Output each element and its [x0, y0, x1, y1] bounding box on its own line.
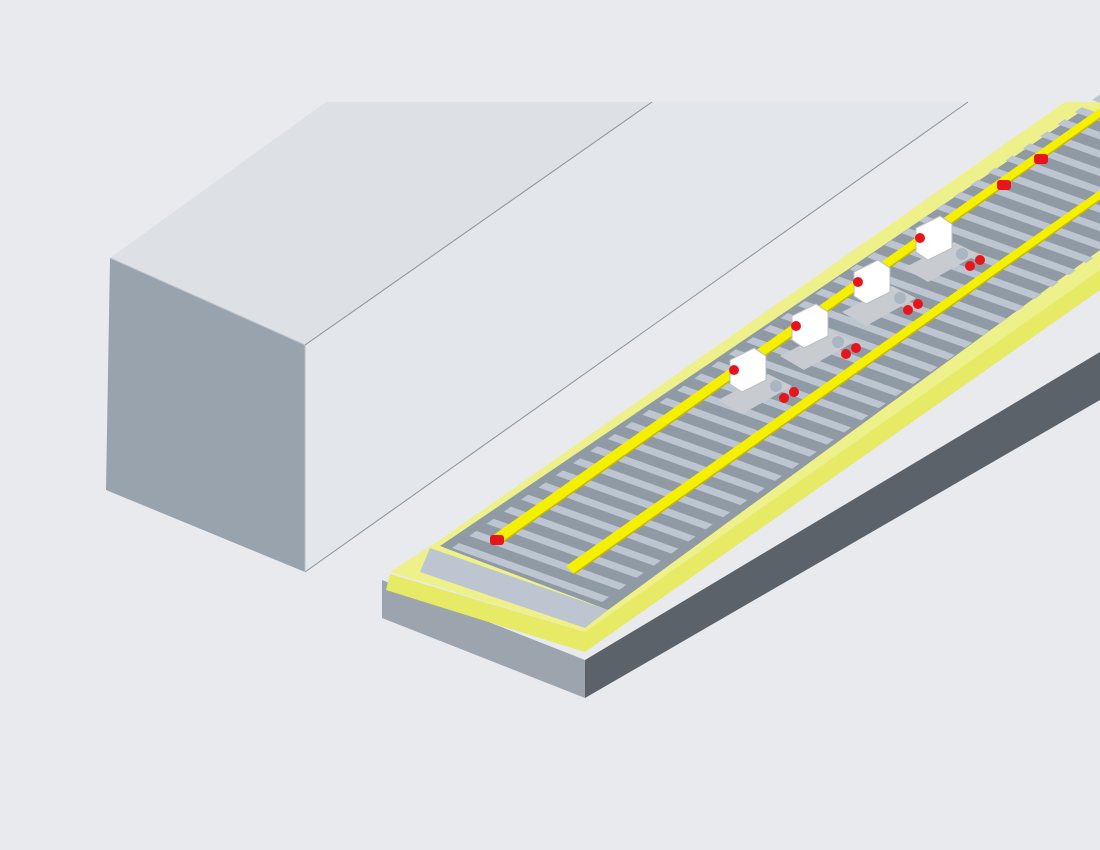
box-block-edge [304, 101, 969, 573]
sleeper [797, 300, 955, 360]
sleeper [521, 494, 679, 554]
carriage[interactable] [780, 303, 861, 370]
carriage[interactable] [904, 215, 985, 282]
marker-red [915, 233, 925, 243]
carriage-roller [956, 248, 968, 260]
sleeper [728, 349, 886, 409]
sleeper-panel-end [420, 548, 608, 628]
track-bed-frame-front-edge [386, 574, 585, 652]
marker-red [913, 299, 923, 309]
track-bed-base-side [585, 352, 1100, 698]
sleeper-group [452, 95, 1100, 602]
carriage-body [791, 303, 829, 349]
carriage-body [915, 215, 953, 261]
track-bed-assembly[interactable] [382, 95, 1100, 698]
marker-red [851, 343, 861, 353]
carriage-body [729, 347, 767, 393]
sleeper [555, 470, 713, 530]
box-block-top-face [110, 102, 652, 345]
carriage-group[interactable] [718, 215, 985, 414]
carriage-body [853, 259, 891, 305]
sleeper [503, 506, 661, 566]
marker-red [841, 349, 851, 359]
marker-red [729, 365, 739, 375]
carriage-roller [770, 380, 782, 392]
sleeper [953, 191, 1100, 250]
track-bed-frame-inner-edge [585, 270, 1100, 652]
sleeper [486, 518, 644, 578]
rail-right-edge [573, 199, 1100, 575]
sleeper [469, 530, 627, 590]
box-block-edge [109, 257, 306, 346]
sleeper [694, 373, 852, 433]
sleeper [607, 434, 765, 494]
carriage[interactable] [842, 259, 923, 326]
marker-red [965, 261, 975, 271]
sleeper [590, 446, 748, 506]
marker-red [779, 393, 789, 403]
marker-red [903, 305, 913, 315]
sleeper [659, 397, 817, 457]
sleeper [936, 203, 1094, 263]
marker-red [853, 277, 863, 287]
marker-red [1034, 154, 1048, 164]
sleeper [573, 458, 731, 518]
sleeper [452, 543, 609, 602]
sleeper [624, 421, 782, 481]
sleeper [538, 482, 696, 542]
marker-red [490, 535, 504, 545]
sleeper [988, 167, 1100, 213]
marker-red [789, 387, 799, 397]
carriage-roller [832, 336, 844, 348]
marker-red [975, 255, 985, 265]
carriage[interactable] [718, 347, 799, 414]
sleeper [642, 409, 800, 469]
sleeper [1040, 131, 1100, 158]
marker-red [791, 321, 801, 331]
sleeper [919, 216, 1077, 276]
carriage-roller [894, 292, 906, 304]
marker-red [997, 180, 1011, 190]
rail-right [566, 190, 1100, 574]
track-bed-base-front [382, 580, 585, 698]
box-block[interactable] [106, 101, 969, 573]
box-block-front-face [106, 258, 305, 572]
sleeper [746, 337, 904, 397]
sleeper [676, 385, 834, 445]
sleeper [815, 288, 973, 348]
box-block-edge [304, 101, 653, 346]
sleeper [1092, 95, 1100, 103]
